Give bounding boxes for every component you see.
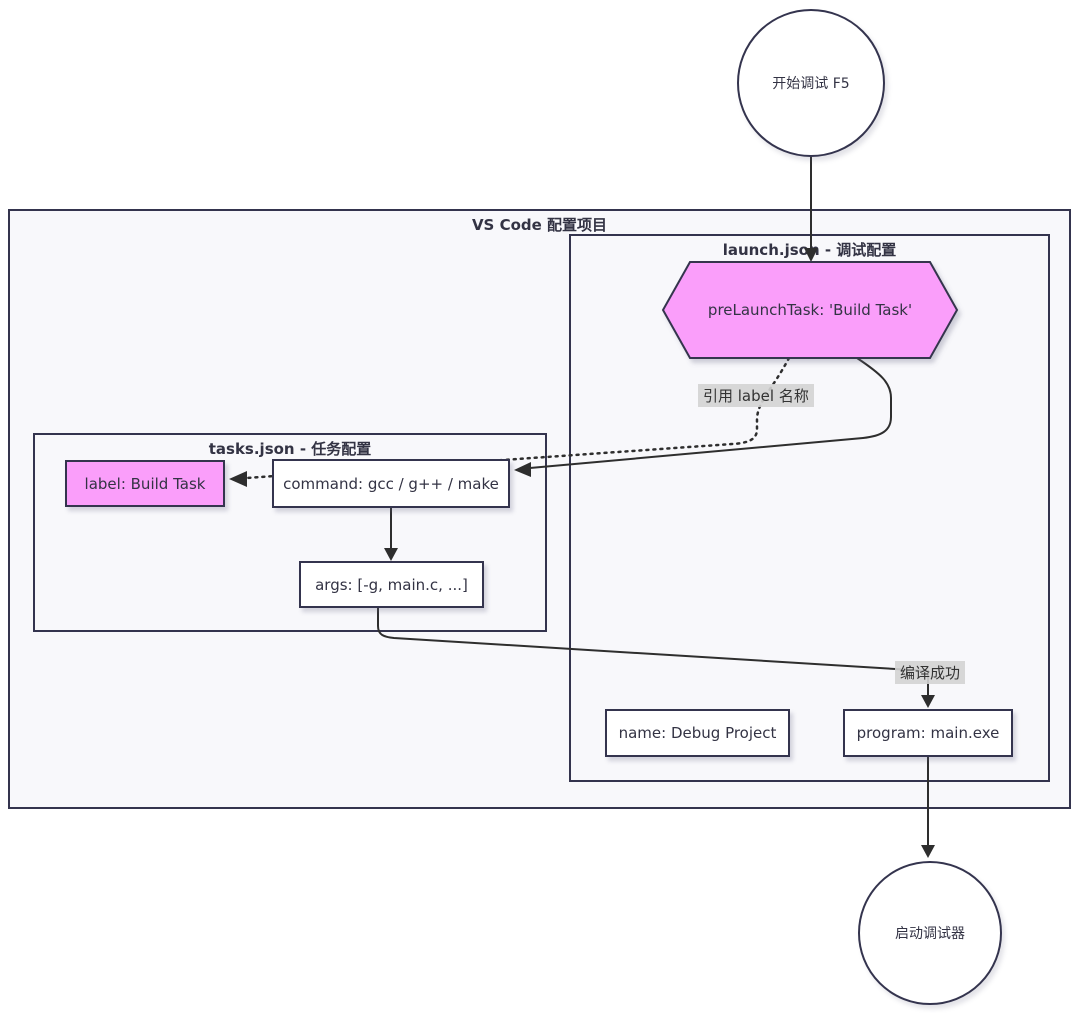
edge-label-ref: 引用 label 名称	[698, 384, 814, 407]
prelaunch-node-label: preLaunchTask: 'Build Task'	[707, 301, 913, 319]
cluster-tasks-json-title: tasks.json - 任务配置	[208, 440, 372, 458]
program-node: program: main.exe	[843, 709, 1013, 757]
edge-label-compile-ok: 编译成功	[895, 661, 966, 684]
cluster-launch-json: launch.json - 调试配置	[569, 234, 1050, 782]
label-task-node: label: Build Task	[65, 460, 225, 507]
start-node: 开始调试 F5	[737, 9, 885, 157]
end-node: 启动调试器	[858, 861, 1002, 1005]
edge-args-to-program	[377, 608, 935, 708]
edge-prelaunch-to-label	[229, 356, 791, 487]
cluster-vscode-project-title: VS Code 配置项目	[471, 216, 608, 234]
label-task-node-label: label: Build Task	[84, 474, 206, 493]
edge-start-to-prelaunch	[804, 157, 818, 262]
edge-command-to-args	[384, 508, 398, 561]
name-node-label: name: Debug Project	[618, 724, 777, 742]
program-node-label: program: main.exe	[856, 724, 1000, 742]
name-node: name: Debug Project	[605, 709, 790, 757]
args-node-label: args: [-g, main.c, ...]	[315, 575, 468, 594]
command-node-label: command: gcc / g++ / make	[283, 474, 499, 493]
start-node-label: 开始调试 F5	[772, 76, 850, 92]
command-node: command: gcc / g++ / make	[272, 459, 510, 508]
edge-prelaunch-to-command	[514, 357, 892, 477]
prelaunch-node: preLaunchTask: 'Build Task'	[663, 262, 957, 358]
end-node-label: 启动调试器	[895, 926, 965, 942]
edge-program-to-end	[921, 757, 935, 858]
args-node: args: [-g, main.c, ...]	[299, 561, 484, 608]
prelaunch-hexagon-shape	[661, 261, 959, 359]
